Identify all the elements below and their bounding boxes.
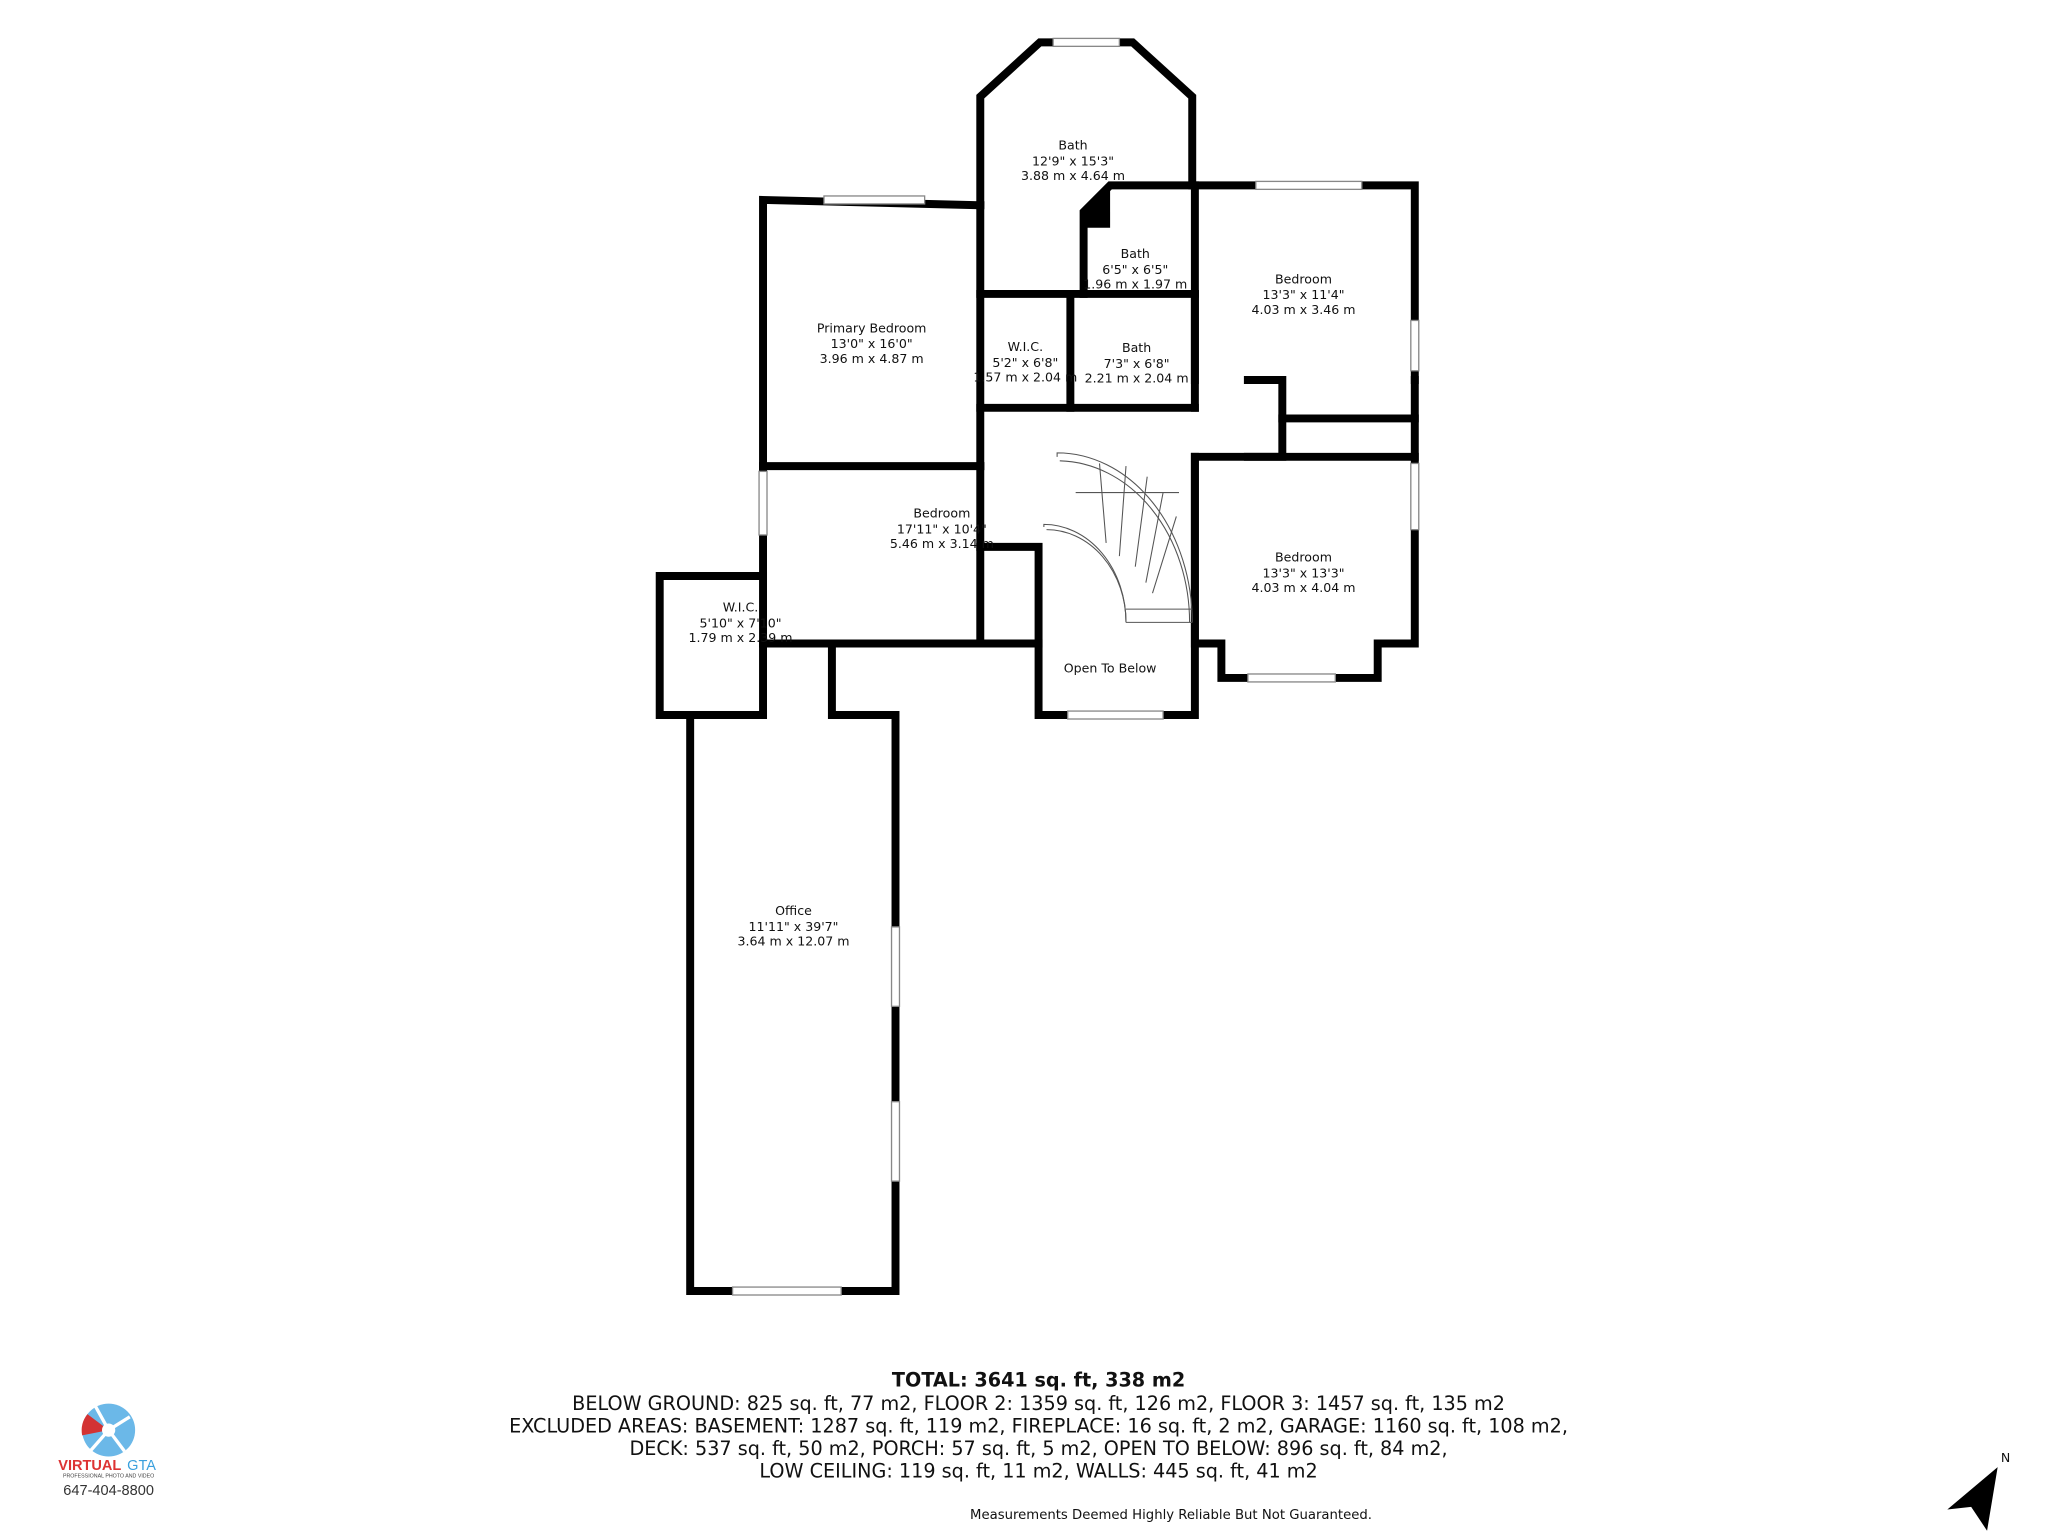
- svg-text:1.96 m x 1.97 m: 1.96 m x 1.97 m: [1083, 277, 1187, 292]
- svg-text:647-404-8800: 647-404-8800: [63, 1483, 154, 1499]
- svg-text:VIRTUAL: VIRTUAL: [58, 1458, 121, 1474]
- summary-line: BELOW GROUND: 825 sq. ft, 77 m2, FLOOR 2…: [572, 1392, 1505, 1415]
- svg-text:GTA: GTA: [127, 1458, 156, 1474]
- svg-text:1.79 m x 2.39 m: 1.79 m x 2.39 m: [689, 630, 793, 645]
- svg-text:Primary Bedroom: Primary Bedroom: [817, 320, 927, 335]
- summary-line: EXCLUDED AREAS: BASEMENT: 1287 sq. ft, 1…: [509, 1415, 1568, 1438]
- windows: [731, 37, 1420, 1296]
- svg-text:13'3" x 11'4": 13'3" x 11'4": [1263, 287, 1345, 302]
- room-label-wic: W.I.C.5'2" x 6'8"1.57 m x 2.04 m: [973, 339, 1077, 384]
- svg-text:13'3" x 13'3": 13'3" x 13'3": [1263, 565, 1345, 580]
- svg-text:5'2" x 6'8": 5'2" x 6'8": [992, 355, 1058, 370]
- svg-text:Bedroom: Bedroom: [1275, 271, 1332, 286]
- svg-text:7'3" x 6'8": 7'3" x 6'8": [1104, 356, 1170, 371]
- svg-text:3.88 m x 4.64 m: 3.88 m x 4.64 m: [1021, 168, 1125, 183]
- room-label-wic-left: W.I.C.5'10" x 7'10"1.79 m x 2.39 m: [689, 600, 793, 645]
- summary-total: TOTAL: 3641 sq. ft, 338 m2: [892, 1368, 1185, 1391]
- walls: [655, 38, 1419, 1296]
- svg-text:13'0" x 16'0": 13'0" x 16'0": [831, 336, 913, 351]
- svg-text:Bath: Bath: [1121, 246, 1150, 261]
- svg-text:6'5" x 6'5": 6'5" x 6'5": [1102, 262, 1168, 277]
- north-label: N: [2001, 1450, 2010, 1465]
- svg-text:1.57 m x 2.04 m: 1.57 m x 2.04 m: [973, 369, 1077, 384]
- summary-line: DECK: 537 sq. ft, 50 m2, PORCH: 57 sq. f…: [630, 1437, 1448, 1460]
- svg-text:Bedroom: Bedroom: [913, 506, 970, 521]
- svg-text:12'9" x 15'3": 12'9" x 15'3": [1032, 154, 1114, 169]
- svg-text:3.96 m x 4.87 m: 3.96 m x 4.87 m: [820, 351, 924, 366]
- svg-text:5'10" x 7'10": 5'10" x 7'10": [700, 616, 782, 631]
- svg-text:PROFESSIONAL PHOTO AND VIDEO: PROFESSIONAL PHOTO AND VIDEO: [63, 1474, 154, 1480]
- svg-text:W.I.C.: W.I.C.: [723, 600, 758, 615]
- logo: VIRTUAL GTA PROFESSIONAL PHOTO AND VIDEO…: [58, 1403, 156, 1499]
- svg-text:4.03 m x 3.46 m: 4.03 m x 3.46 m: [1252, 302, 1356, 317]
- svg-text:Bath: Bath: [1122, 340, 1151, 355]
- svg-text:W.I.C.: W.I.C.: [1008, 339, 1043, 354]
- svg-text:2.21 m x 2.04 m: 2.21 m x 2.04 m: [1085, 371, 1189, 386]
- svg-text:Bath: Bath: [1058, 138, 1087, 153]
- svg-text:Office: Office: [775, 903, 812, 918]
- chase-block: [1083, 185, 1111, 228]
- svg-text:11'11" x 39'7": 11'11" x 39'7": [749, 919, 839, 934]
- svg-text:5.46 m x 3.14 m: 5.46 m x 3.14 m: [890, 536, 994, 551]
- north-arrow-icon: N: [1947, 1450, 2010, 1531]
- svg-text:17'11" x 10'4": 17'11" x 10'4": [897, 522, 987, 537]
- area-summary: TOTAL: 3641 sq. ft, 338 m2 BELOW GROUND:…: [509, 1368, 1568, 1522]
- staircase: [1043, 452, 1193, 623]
- svg-text:Bedroom: Bedroom: [1275, 549, 1332, 564]
- room-label-open-to-below: Open To Below: [1064, 661, 1157, 676]
- camera-shutter-icon: [81, 1403, 136, 1457]
- summary-line: LOW CEILING: 119 sq. ft, 11 m2, WALLS: 4…: [759, 1460, 1317, 1483]
- svg-text:3.64 m x 12.07 m: 3.64 m x 12.07 m: [738, 933, 850, 948]
- svg-text:4.03 m x 4.04 m: 4.03 m x 4.04 m: [1252, 580, 1356, 595]
- disclaimer: Measurements Deemed Highly Reliable But …: [970, 1508, 1372, 1523]
